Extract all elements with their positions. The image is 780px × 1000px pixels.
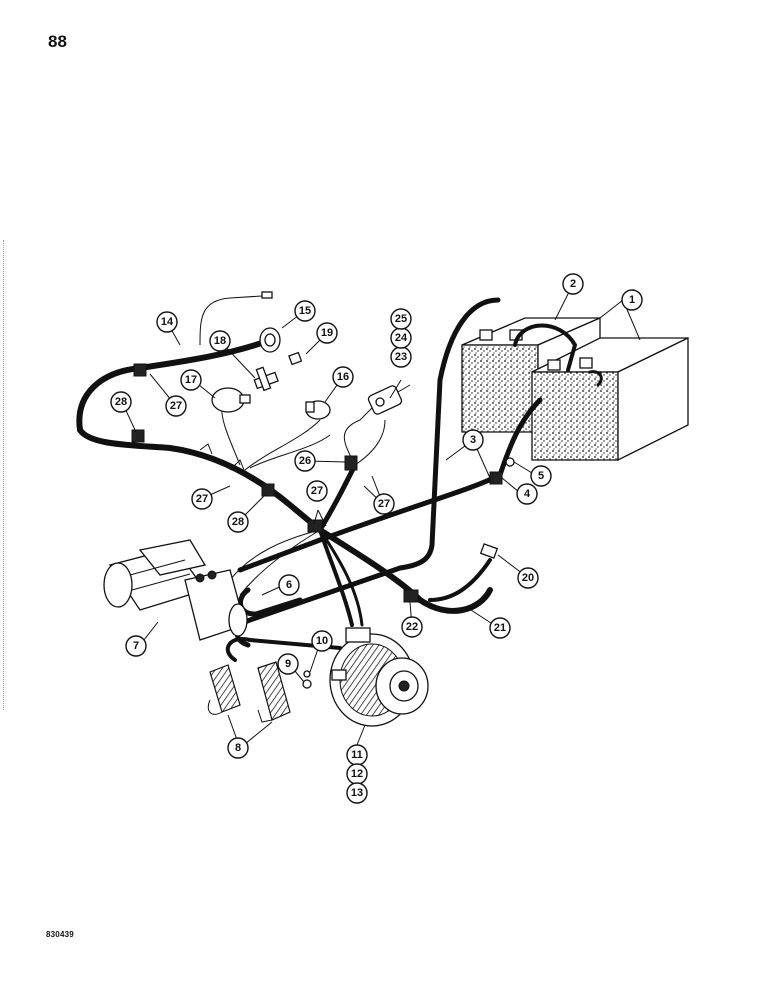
callout-1: 1 xyxy=(621,289,643,311)
svg-text:27: 27 xyxy=(311,485,323,497)
callout-27-a: 27 xyxy=(165,395,187,417)
connector-15 xyxy=(259,327,281,353)
callout-17: 17 xyxy=(180,369,202,391)
callout-22: 22 xyxy=(401,616,423,638)
callout-13: 13 xyxy=(346,782,368,804)
callout-26: 26 xyxy=(294,450,316,472)
callout-12: 12 xyxy=(346,763,368,785)
callout-2: 2 xyxy=(562,273,584,295)
callout-6: 6 xyxy=(278,574,300,596)
wire-21 xyxy=(428,558,492,602)
svg-text:27: 27 xyxy=(196,493,208,505)
svg-text:23: 23 xyxy=(395,351,407,363)
svg-text:21: 21 xyxy=(494,622,506,634)
clamp-top-28 xyxy=(133,363,147,377)
svg-text:27: 27 xyxy=(170,400,182,412)
starter-motor-7 xyxy=(103,539,248,641)
svg-text:24: 24 xyxy=(395,332,408,344)
svg-text:7: 7 xyxy=(133,640,139,652)
nut-10 xyxy=(303,670,311,678)
callout-5: 5 xyxy=(530,465,552,487)
svg-text:12: 12 xyxy=(351,768,363,780)
svg-text:2: 2 xyxy=(570,278,576,290)
washer-9 xyxy=(302,679,312,689)
svg-text:5: 5 xyxy=(538,470,544,482)
callout-10: 10 xyxy=(311,630,333,652)
starter-lower-cable xyxy=(225,637,342,662)
page-number: 88 xyxy=(48,32,67,51)
svg-text:27: 27 xyxy=(378,498,390,510)
svg-text:3: 3 xyxy=(470,434,476,446)
svg-text:1: 1 xyxy=(629,294,635,306)
battery-jumper-cable xyxy=(513,323,577,372)
clamp-22 xyxy=(403,589,419,603)
svg-text:25: 25 xyxy=(395,313,407,325)
wire-lead-14 xyxy=(199,295,263,346)
svg-text:20: 20 xyxy=(522,572,534,584)
callout-11: 11 xyxy=(346,744,368,766)
callout-20: 20 xyxy=(517,567,539,589)
svg-text:26: 26 xyxy=(299,455,311,467)
svg-text:4: 4 xyxy=(524,488,531,500)
svg-text:28: 28 xyxy=(232,516,244,528)
switch-20 xyxy=(479,543,499,559)
clamp-lower-28 xyxy=(261,483,275,497)
svg-text:18: 18 xyxy=(214,335,226,347)
ground-straps-8 xyxy=(207,661,291,723)
harness-alternator-lead xyxy=(318,528,354,627)
svg-text:19: 19 xyxy=(321,327,333,339)
svg-text:17: 17 xyxy=(185,374,197,386)
svg-text:15: 15 xyxy=(299,305,311,317)
svg-text:16: 16 xyxy=(337,371,349,383)
callout-24: 24 xyxy=(390,327,412,349)
callout-7: 7 xyxy=(125,635,147,657)
callout-25: 25 xyxy=(390,308,412,330)
clamp-4 xyxy=(489,471,503,485)
callout-8: 8 xyxy=(227,737,249,759)
callout-23: 23 xyxy=(390,346,412,368)
svg-text:11: 11 xyxy=(351,749,363,761)
callout-16: 16 xyxy=(332,366,354,388)
svg-text:14: 14 xyxy=(161,316,174,328)
callout-21: 21 xyxy=(489,617,511,639)
svg-text:28: 28 xyxy=(115,396,127,408)
callout-14: 14 xyxy=(156,311,178,333)
callout-27-c: 27 xyxy=(306,480,328,502)
callout-3: 3 xyxy=(462,429,484,451)
battery-terminal-clamp xyxy=(588,370,603,387)
svg-text:9: 9 xyxy=(285,658,291,670)
callout-27-d: 27 xyxy=(373,493,395,515)
clamp-mid-28 xyxy=(131,429,145,443)
callout-18: 18 xyxy=(209,330,231,352)
pressure-sender-17 xyxy=(211,387,251,413)
svg-text:10: 10 xyxy=(316,635,328,647)
svg-text:22: 22 xyxy=(406,621,418,633)
harness-branch-26 xyxy=(317,462,358,533)
callout-4: 4 xyxy=(516,483,538,505)
svg-text:13: 13 xyxy=(351,787,363,799)
callout-27-b: 27 xyxy=(191,488,213,510)
callout-9: 9 xyxy=(277,653,299,675)
callout-28-a: 28 xyxy=(110,391,132,413)
tee-fitting-18 xyxy=(253,366,279,392)
temp-sender-16 xyxy=(305,400,331,420)
svg-text:6: 6 xyxy=(286,579,292,591)
illustration-reference-code: 830439 xyxy=(46,930,74,939)
clamp-26 xyxy=(344,455,358,471)
svg-text:8: 8 xyxy=(235,742,241,754)
relay-23 xyxy=(367,384,411,415)
callout-19: 19 xyxy=(316,322,338,344)
sender-19 xyxy=(288,351,303,366)
callout-28-b: 28 xyxy=(227,511,249,533)
nut-5 xyxy=(505,457,515,467)
alternator-11 xyxy=(329,627,429,727)
callout-15: 15 xyxy=(294,300,316,322)
scan-edge-marks xyxy=(3,240,6,710)
